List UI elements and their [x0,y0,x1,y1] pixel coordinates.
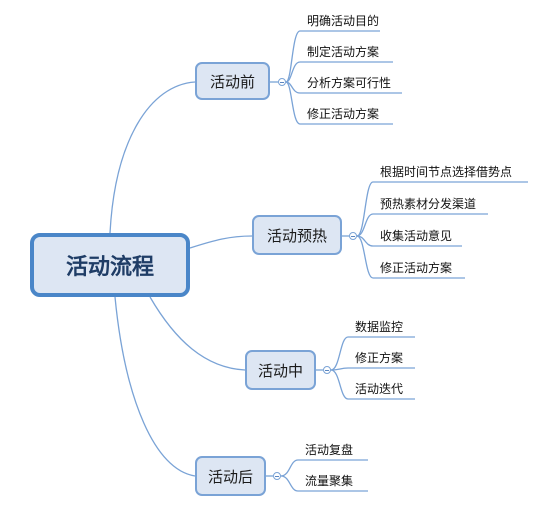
collapse-toggle-icon[interactable] [323,366,331,374]
leaf-connector-3-1 [330,336,415,371]
branch-node-before[interactable]: 活动前 [195,62,270,100]
leaf-connector-3-3 [330,369,415,400]
collapse-toggle-icon[interactable] [273,472,281,480]
leaf-item[interactable]: 制定活动方案 [307,45,380,59]
leaf-connector-1-2 [285,61,393,83]
leaf-item[interactable]: 预热素材分发渠道 [380,197,477,211]
leaf-item[interactable]: 数据监控 [355,320,404,334]
branch-node-warmup[interactable]: 活动预热 [252,215,342,255]
connector-root-branch-1 [109,81,196,234]
leaf-connector-2-4 [356,235,465,279]
leaf-connector-3-2 [330,367,415,371]
branch-node-after[interactable]: 活动后 [195,456,266,496]
leaf-connector-2-1 [356,181,528,237]
leaf-item[interactable]: 修正活动方案 [380,261,453,275]
root-node[interactable]: 活动流程 [30,233,190,297]
connector-root-branch-2 [189,235,253,249]
leaf-item[interactable]: 收集活动意见 [380,229,453,243]
leaf-connector-4-2 [280,475,368,492]
leaf-item[interactable]: 明确活动目的 [307,14,380,28]
leaf-item[interactable]: 修正方案 [355,351,404,365]
connector-root-branch-3 [149,296,246,371]
leaf-item[interactable]: 根据时间节点选择借势点 [380,165,513,179]
leaf-item[interactable]: 流量聚集 [305,474,354,488]
leaf-item[interactable]: 修正活动方案 [307,107,380,121]
leaf-item[interactable]: 活动迭代 [355,382,404,396]
leaf-connector-2-2 [356,213,488,237]
leaf-item[interactable]: 分析方案可行性 [307,76,392,90]
leaf-item[interactable]: 活动复盘 [305,443,354,457]
connector-root-branch-4 [114,296,196,477]
leaf-connector-1-4 [285,81,393,125]
branch-node-during[interactable]: 活动中 [245,350,316,390]
collapse-toggle-icon[interactable] [349,232,357,240]
collapse-toggle-icon[interactable] [278,78,286,86]
leaf-connector-4-1 [280,459,368,477]
